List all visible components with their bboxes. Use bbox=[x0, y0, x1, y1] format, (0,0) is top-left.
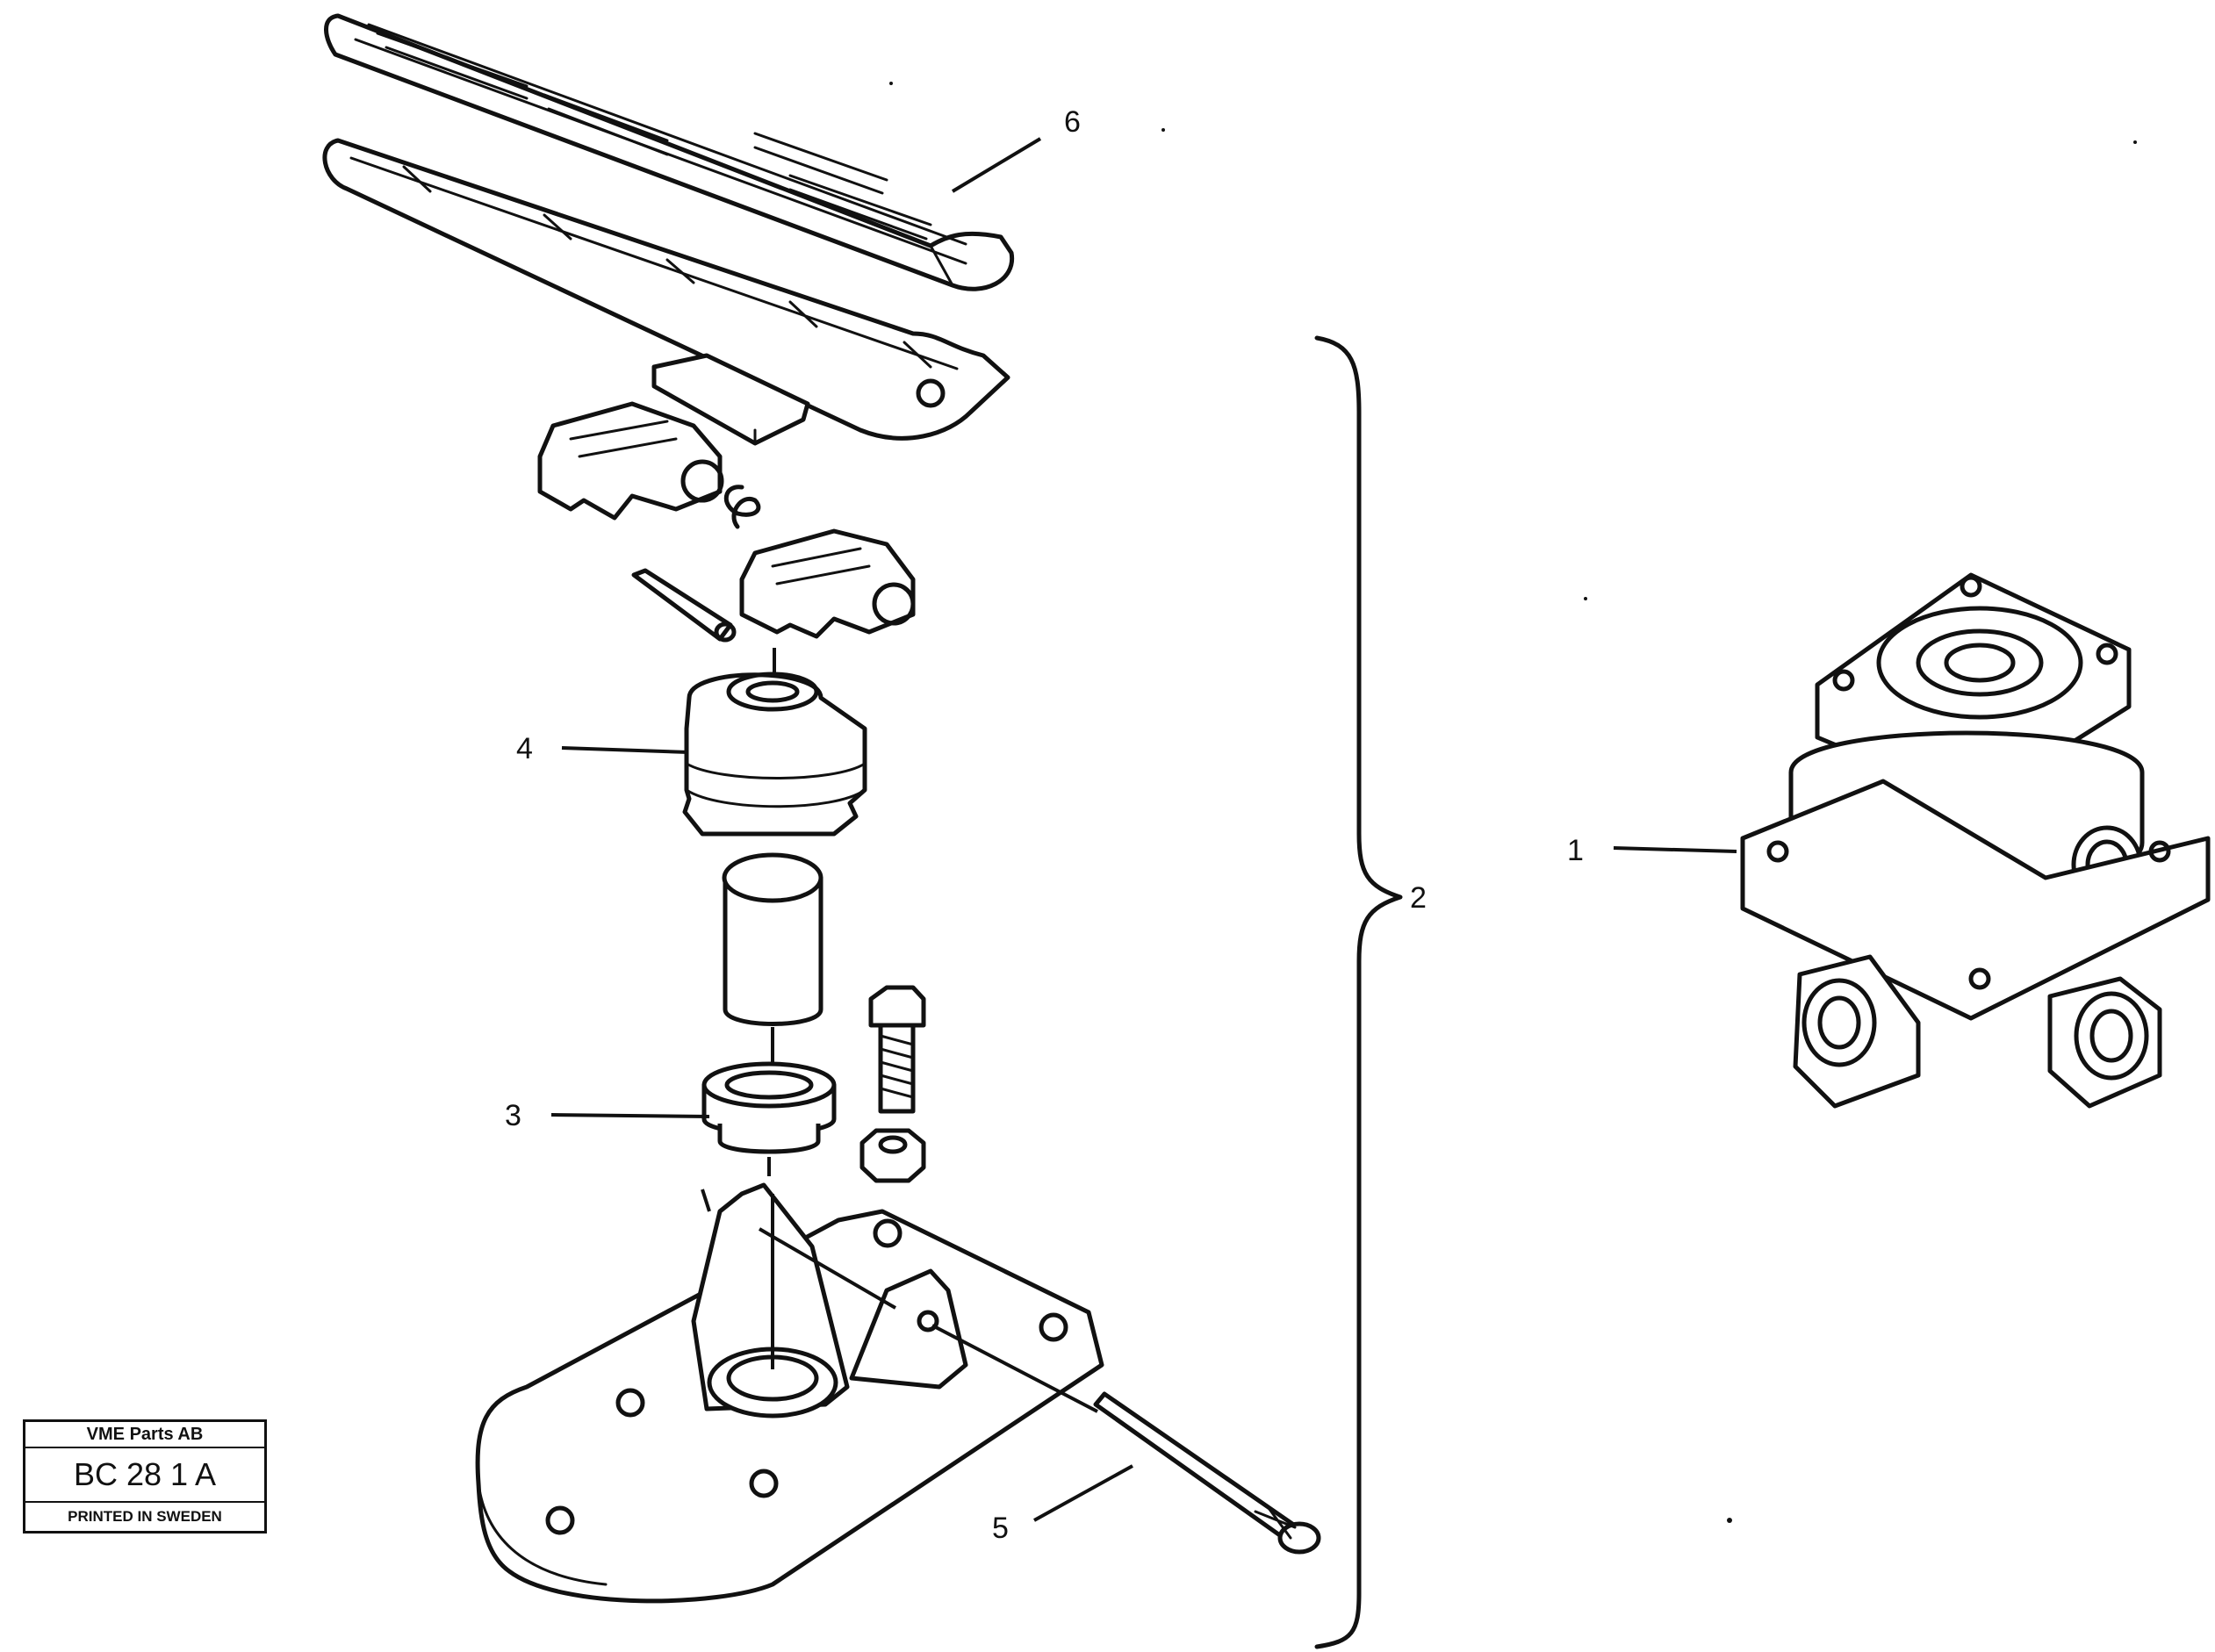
callout-label-2: 2 bbox=[1410, 881, 1427, 915]
bolt bbox=[868, 985, 926, 1114]
pedal-plate-lower bbox=[322, 138, 1010, 441]
brake-valve bbox=[1740, 572, 2211, 1109]
nut bbox=[859, 1128, 926, 1183]
bushing bbox=[701, 1061, 837, 1176]
leader-line-4 bbox=[561, 746, 689, 754]
leader-line-1 bbox=[1613, 846, 1737, 853]
parts-catalog-stamp: VME Parts AB BC 28 1 A PRINTED IN SWEDEN bbox=[23, 1419, 267, 1533]
leader-line-5 bbox=[1033, 1464, 1133, 1522]
rubber-boot bbox=[682, 648, 867, 837]
pivot-pin bbox=[631, 568, 737, 643]
pin-rod bbox=[931, 1324, 1321, 1555]
leader-line-6 bbox=[951, 137, 1042, 193]
assembly-bracket bbox=[1314, 335, 1403, 1649]
callout-label-3: 3 bbox=[505, 1099, 521, 1132]
callout-label-4: 4 bbox=[516, 732, 533, 765]
callout-label-5: 5 bbox=[992, 1512, 1009, 1545]
callout-label-1: 1 bbox=[1567, 834, 1584, 867]
stamp-code: BC 28 1 A bbox=[25, 1448, 264, 1503]
base-plate bbox=[475, 1182, 1104, 1604]
spacer-plate bbox=[651, 353, 810, 446]
stamp-printed: PRINTED IN SWEDEN bbox=[68, 1508, 222, 1525]
stamp-company: VME Parts AB bbox=[25, 1422, 264, 1448]
hinge-bracket-upper bbox=[537, 401, 724, 521]
leader-line-3 bbox=[550, 1113, 710, 1118]
callout-label-6: 6 bbox=[1064, 105, 1081, 139]
pedal-plate-upper bbox=[324, 13, 1015, 291]
hinge-bracket-lower bbox=[739, 528, 916, 639]
piston-sleeve bbox=[722, 852, 823, 1078]
spring-clip bbox=[723, 485, 761, 529]
